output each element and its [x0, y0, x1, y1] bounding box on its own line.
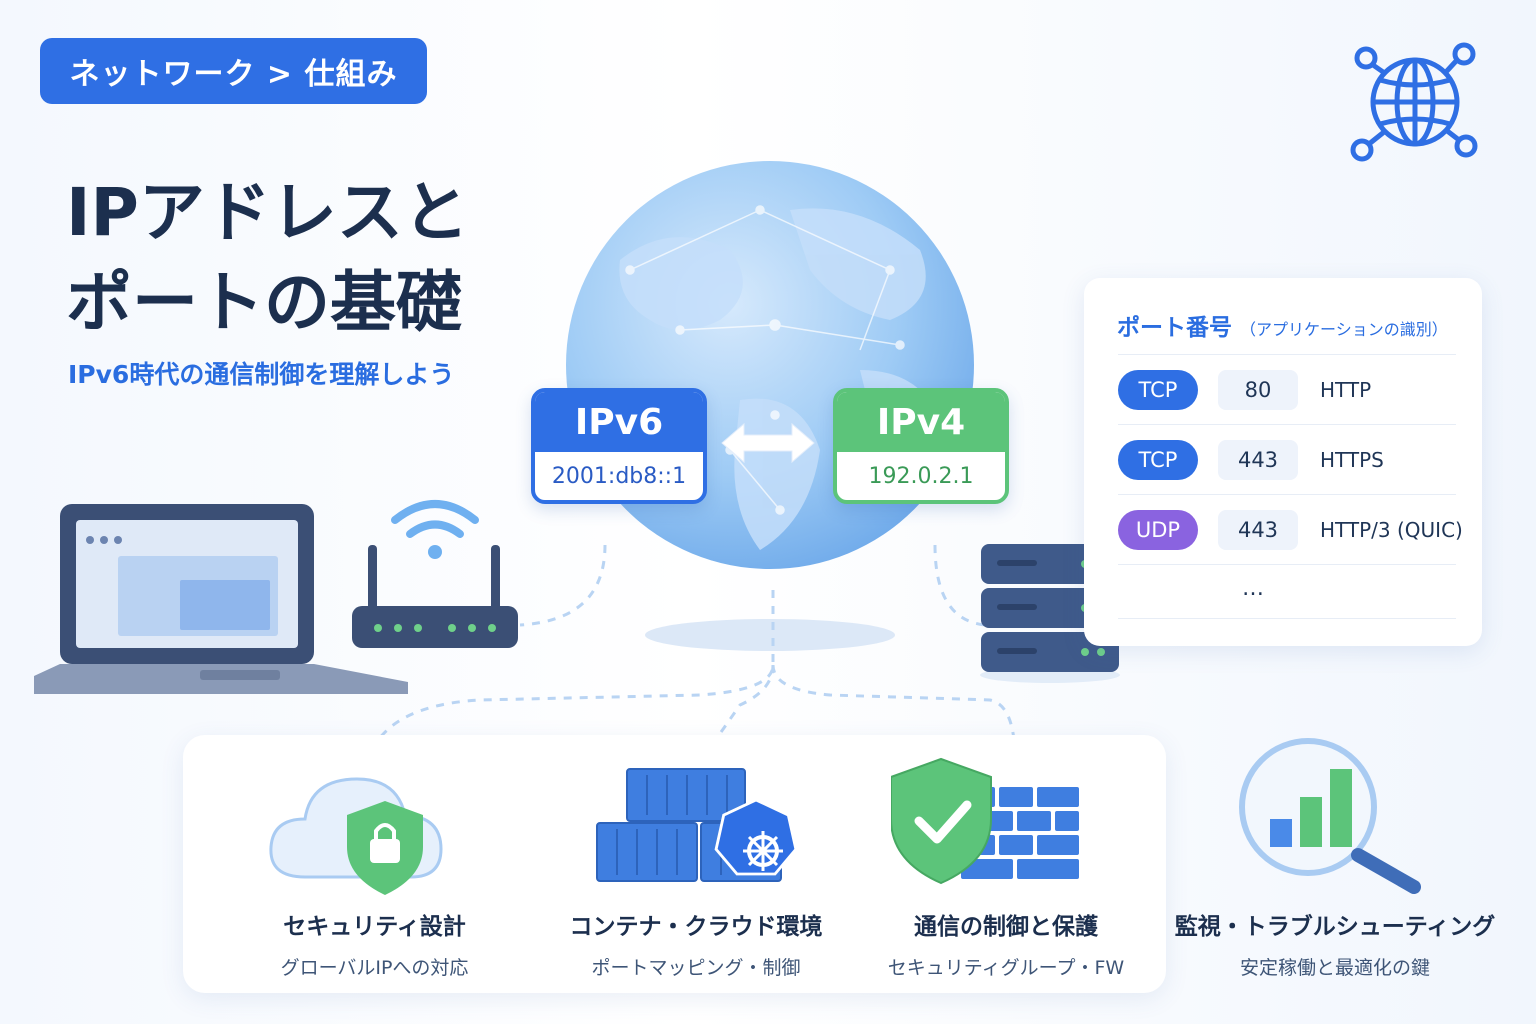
- page-subtitle: IPv6時代の通信制御を理解しよう: [68, 360, 455, 389]
- divider: [1118, 494, 1456, 495]
- protocol-badge: UDP: [1118, 510, 1198, 550]
- port-title-text: ポート番号: [1117, 315, 1232, 341]
- ipv6-label: IPv6: [535, 392, 703, 452]
- protocol-badge: TCP: [1118, 370, 1198, 410]
- page-title: IPアドレスと ポートの基礎: [66, 168, 469, 348]
- port-number: 443: [1218, 440, 1298, 480]
- divider: [1118, 354, 1456, 355]
- divider: [1118, 564, 1456, 565]
- cloud-lock-icon: [269, 777, 443, 895]
- divider: [1118, 618, 1456, 619]
- globe-network-icon: [1350, 42, 1478, 162]
- ipv4-label: IPv4: [837, 392, 1005, 452]
- feature-protection: 通信の制御と保護 セキュリティグループ・FW: [851, 907, 1161, 980]
- title-line-2: ポートの基礎: [66, 264, 462, 341]
- port-row: TCP 443 HTTPS: [1118, 440, 1456, 480]
- more-ellipsis: …: [1242, 576, 1264, 601]
- magnifier-chart-icon: [1239, 738, 1421, 894]
- double-arrow-icon: [721, 422, 815, 464]
- feature-subtitle: 安定稼働と最適化の鍵: [1239, 957, 1430, 979]
- container-kubernetes-icon: [596, 768, 798, 882]
- port-row: UDP 443 HTTP/3 (QUIC): [1118, 510, 1463, 550]
- feature-container: コンテナ・クラウド環境 ポートマッピング・制御: [541, 907, 851, 980]
- port-card-title: ポート番号 （アプリケーションの識別）: [1117, 308, 1448, 342]
- feature-subtitle: グローバルIPへの対応: [280, 957, 469, 979]
- feature-subtitle: ポートマッピング・制御: [591, 957, 801, 979]
- feature-title: コンテナ・クラウド環境: [569, 914, 823, 940]
- feature-title: セキュリティ設計: [283, 914, 466, 940]
- service-name: HTTP/3 (QUIC): [1320, 518, 1463, 542]
- ipv6-box: IPv6 2001:db8::1: [531, 388, 707, 504]
- feature-subtitle: セキュリティグループ・FW: [887, 957, 1125, 979]
- port-number: 80: [1218, 370, 1298, 410]
- laptop-illustration: [34, 504, 408, 694]
- ipv4-address: 192.0.2.1: [868, 463, 974, 489]
- title-line-1: IPアドレスと: [66, 174, 469, 251]
- port-row: TCP 80 HTTP: [1118, 370, 1456, 410]
- feature-title: 監視・トラブルシューティング: [1174, 914, 1496, 940]
- port-number: 443: [1218, 510, 1298, 550]
- feature-monitoring: 監視・トラブルシューティング 安定稼働と最適化の鍵: [1170, 907, 1500, 980]
- service-name: HTTP: [1320, 378, 1372, 402]
- ipv6-address: 2001:db8::1: [551, 463, 687, 489]
- protocol-badge: TCP: [1118, 440, 1198, 480]
- ipv4-box: IPv4 192.0.2.1: [833, 388, 1009, 504]
- breadcrumb[interactable]: ネットワーク > 仕組み: [40, 38, 427, 104]
- feature-security: セキュリティ設計 グローバルIPへの対応: [183, 907, 566, 980]
- shield-firewall-icon: [891, 757, 1079, 885]
- port-title-note: （アプリケーションの識別）: [1240, 320, 1448, 339]
- feature-card: セキュリティ設計 グローバルIPへの対応 コンテナ・クラウド環境 ポートマッピン…: [183, 735, 1166, 993]
- port-number-card: ポート番号 （アプリケーションの識別） TCP 80 HTTP TCP 443 …: [1084, 278, 1482, 646]
- service-name: HTTPS: [1320, 448, 1384, 472]
- router-illustration: [352, 500, 518, 648]
- feature-title: 通信の制御と保護: [914, 914, 1098, 940]
- divider: [1118, 424, 1456, 425]
